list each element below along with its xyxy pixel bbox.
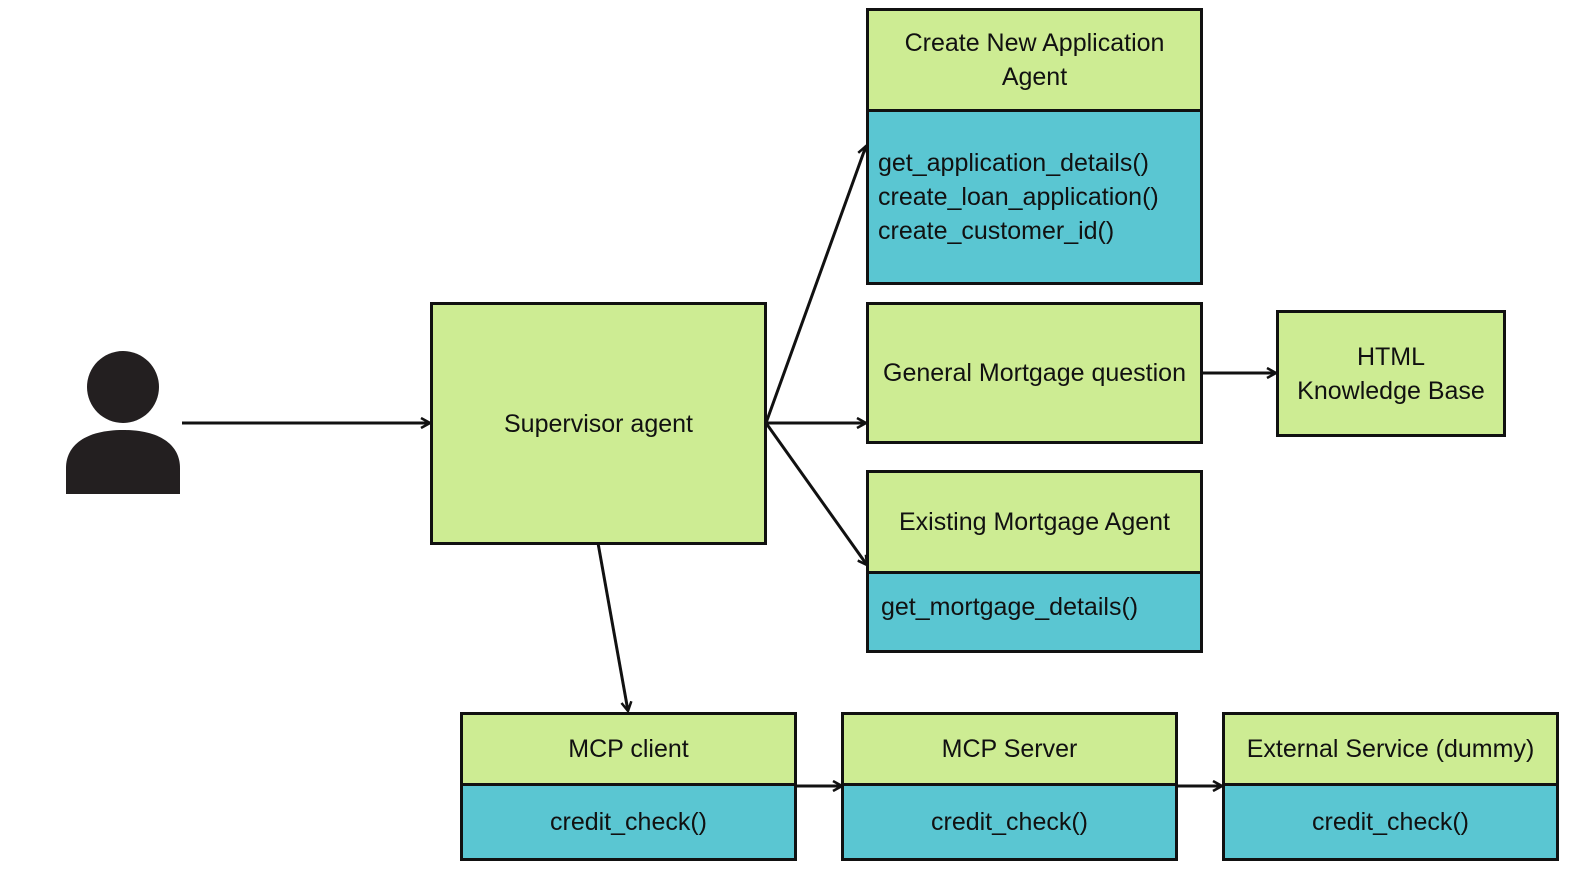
supervisor-agent-box[interactable]: Supervisor agent [430, 302, 767, 545]
mcp-server-function-credit-check: credit_check() [931, 808, 1088, 836]
arrow-supervisor-to-mcp-client [596, 542, 628, 711]
arrow-supervisor-to-existing-mortgage [764, 422, 867, 565]
external-service-title: External Service (dummy) [1246, 735, 1535, 763]
supervisor-agent-label: Supervisor agent [503, 409, 693, 438]
existing-mortgage-agent-header[interactable]: Existing Mortgage Agent [866, 470, 1203, 574]
function-get-application-details: get_application_details() [878, 149, 1150, 177]
function-create-loan-application: create_loan_application() [878, 183, 1159, 211]
arrow-supervisor-to-create-app [764, 146, 866, 424]
mcp-client-title: MCP client [568, 735, 689, 763]
knowledge-base-label-line1: HTML [1356, 342, 1426, 371]
mcp-client-header[interactable]: MCP client [460, 712, 797, 786]
external-service-functions: credit_check() [1222, 783, 1559, 861]
external-service-function-credit-check: credit_check() [1312, 808, 1469, 836]
function-create-customer-id: create_customer_id() [878, 217, 1115, 245]
existing-mortgage-agent-functions: get_mortgage_details() [866, 571, 1203, 653]
knowledge-base-box[interactable]: HTML Knowledge Base [1276, 310, 1506, 437]
function-get-mortgage-details: get_mortgage_details() [881, 593, 1139, 621]
user-icon [66, 351, 180, 494]
mcp-server-functions: credit_check() [841, 783, 1178, 861]
general-mortgage-label: General Mortgage question [883, 359, 1186, 387]
external-service-header[interactable]: External Service (dummy) [1222, 712, 1559, 786]
existing-mortgage-agent-title: Existing Mortgage Agent [899, 508, 1170, 536]
mcp-server-header[interactable]: MCP Server [841, 712, 1178, 786]
mcp-client-function-credit-check: credit_check() [550, 808, 707, 836]
knowledge-base-label-line2: Knowledge Base [1297, 376, 1485, 405]
mcp-client-functions: credit_check() [460, 783, 797, 861]
create-app-agent-header[interactable]: Create New Application Agent [866, 8, 1203, 112]
create-app-agent-functions: get_application_details() create_loan_ap… [866, 109, 1203, 285]
mcp-server-title: MCP Server [941, 735, 1078, 763]
create-app-agent-title: Create New Application Agent [904, 29, 1165, 91]
general-mortgage-box[interactable]: General Mortgage question [866, 302, 1203, 444]
